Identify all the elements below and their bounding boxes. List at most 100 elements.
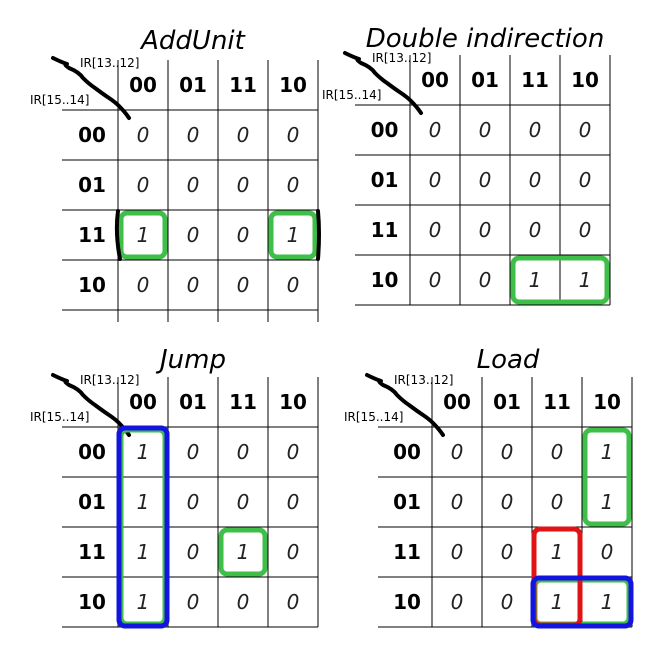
column-header: 10 (571, 68, 599, 92)
corner-diagonal-scribble (365, 373, 445, 437)
row-header: 10 (78, 590, 106, 614)
column-header: 10 (593, 390, 621, 414)
row-header: 10 (78, 273, 106, 297)
kmap-cell: 0 (429, 218, 442, 242)
kmap-cell: 1 (601, 490, 614, 514)
kmap-cell: 1 (551, 540, 564, 564)
kmap-cell: 0 (451, 440, 464, 464)
column-variable-label: IR[13..12] (80, 373, 139, 387)
column-header: 01 (179, 390, 207, 414)
kmap-cell: 0 (601, 540, 614, 564)
kmap-cell: 0 (579, 118, 592, 142)
column-header: 00 (129, 390, 157, 414)
row-header: 00 (371, 118, 399, 142)
row-variable-label: IR[15..14] (30, 93, 89, 107)
kmap-cell: 0 (579, 168, 592, 192)
column-variable-label: IR[13..12] (80, 56, 139, 70)
kmap-cell: 0 (187, 223, 200, 247)
kmap-cell: 0 (287, 123, 300, 147)
kmap-cell: 0 (187, 590, 200, 614)
kmap-group-loop (582, 427, 632, 527)
kmap-group-loop (218, 527, 268, 577)
row-header: 01 (78, 173, 106, 197)
row-header: 01 (371, 168, 399, 192)
kmap-cell: 0 (187, 123, 200, 147)
column-variable-label: IR[13..12] (372, 51, 431, 65)
kmap-cell: 1 (601, 590, 614, 614)
kmap-double-indirection: Double indirectionIR[13..12]IR[15..14]00… (322, 24, 611, 306)
kmap-cell: 1 (137, 540, 150, 564)
row-variable-label: IR[15..14] (30, 410, 89, 424)
kmap-cell: 0 (551, 440, 564, 464)
kmap-cell: 0 (451, 540, 464, 564)
corner-diagonal-scribble (343, 51, 423, 115)
kmap-group-loop (268, 210, 318, 260)
column-header: 11 (229, 390, 257, 414)
kmap-cell: 0 (529, 168, 542, 192)
row-header: 00 (393, 440, 421, 464)
kmap-cell: 0 (237, 273, 250, 297)
kmap-cell: 1 (579, 268, 592, 292)
kmap-cell: 1 (137, 590, 150, 614)
kmap-title: Load (477, 345, 540, 375)
row-variable-label: IR[15..14] (322, 88, 381, 102)
kmap-cell: 1 (601, 440, 614, 464)
kmap-cell: 0 (451, 490, 464, 514)
kmap-cell: 0 (287, 273, 300, 297)
kmap-cell: 1 (551, 590, 564, 614)
row-variable-label: IR[15..14] (344, 410, 403, 424)
row-header: 10 (393, 590, 421, 614)
kmap-cell: 0 (479, 218, 492, 242)
kmap-title: AddUnit (139, 26, 246, 56)
kmap-cell: 0 (479, 268, 492, 292)
kmap-cell: 1 (529, 268, 542, 292)
kmap-title: Double indirection (366, 24, 605, 54)
column-header: 00 (443, 390, 471, 414)
row-header: 00 (78, 123, 106, 147)
column-header: 01 (493, 390, 521, 414)
kmap-cell: 0 (237, 490, 250, 514)
kmap-group-loop (530, 575, 634, 629)
kmap-cell: 0 (579, 218, 592, 242)
corner-diagonal-scribble (51, 373, 131, 437)
kmap-cell: 0 (529, 118, 542, 142)
kmap-cell: 1 (137, 440, 150, 464)
kmap-cell: 1 (237, 540, 250, 564)
kmap-cell: 0 (287, 440, 300, 464)
row-header: 01 (393, 490, 421, 514)
kmap-group-loop (510, 255, 610, 305)
row-header: 11 (393, 540, 421, 564)
kmap-cell: 0 (237, 123, 250, 147)
kmap-group-loop (116, 425, 170, 629)
column-header: 00 (421, 68, 449, 92)
kmap-cell: 0 (501, 540, 514, 564)
kmap-group-loop (118, 210, 168, 260)
kmap-cell: 0 (287, 540, 300, 564)
kmap-cell: 0 (501, 590, 514, 614)
kmap-cell: 0 (137, 273, 150, 297)
column-header: 11 (543, 390, 571, 414)
kmap-cell: 0 (187, 173, 200, 197)
kmap-cell: 0 (187, 440, 200, 464)
column-header: 01 (471, 68, 499, 92)
column-header: 10 (279, 73, 307, 97)
row-header: 11 (78, 540, 106, 564)
kmap-cell: 0 (137, 173, 150, 197)
wrap-edge-marker (316, 209, 321, 261)
wrap-edge-marker (114, 209, 122, 261)
kmap-cell: 0 (451, 590, 464, 614)
kmap-cell: 0 (501, 490, 514, 514)
row-header: 00 (78, 440, 106, 464)
kmap-cell: 0 (287, 173, 300, 197)
kmap-cell: 0 (501, 440, 514, 464)
kmap-cell: 0 (237, 590, 250, 614)
column-variable-label: IR[13..12] (394, 373, 453, 387)
column-header: 01 (179, 73, 207, 97)
kmap-cell: 1 (137, 490, 150, 514)
kmap-cell: 0 (529, 218, 542, 242)
kmap-cell: 0 (137, 123, 150, 147)
